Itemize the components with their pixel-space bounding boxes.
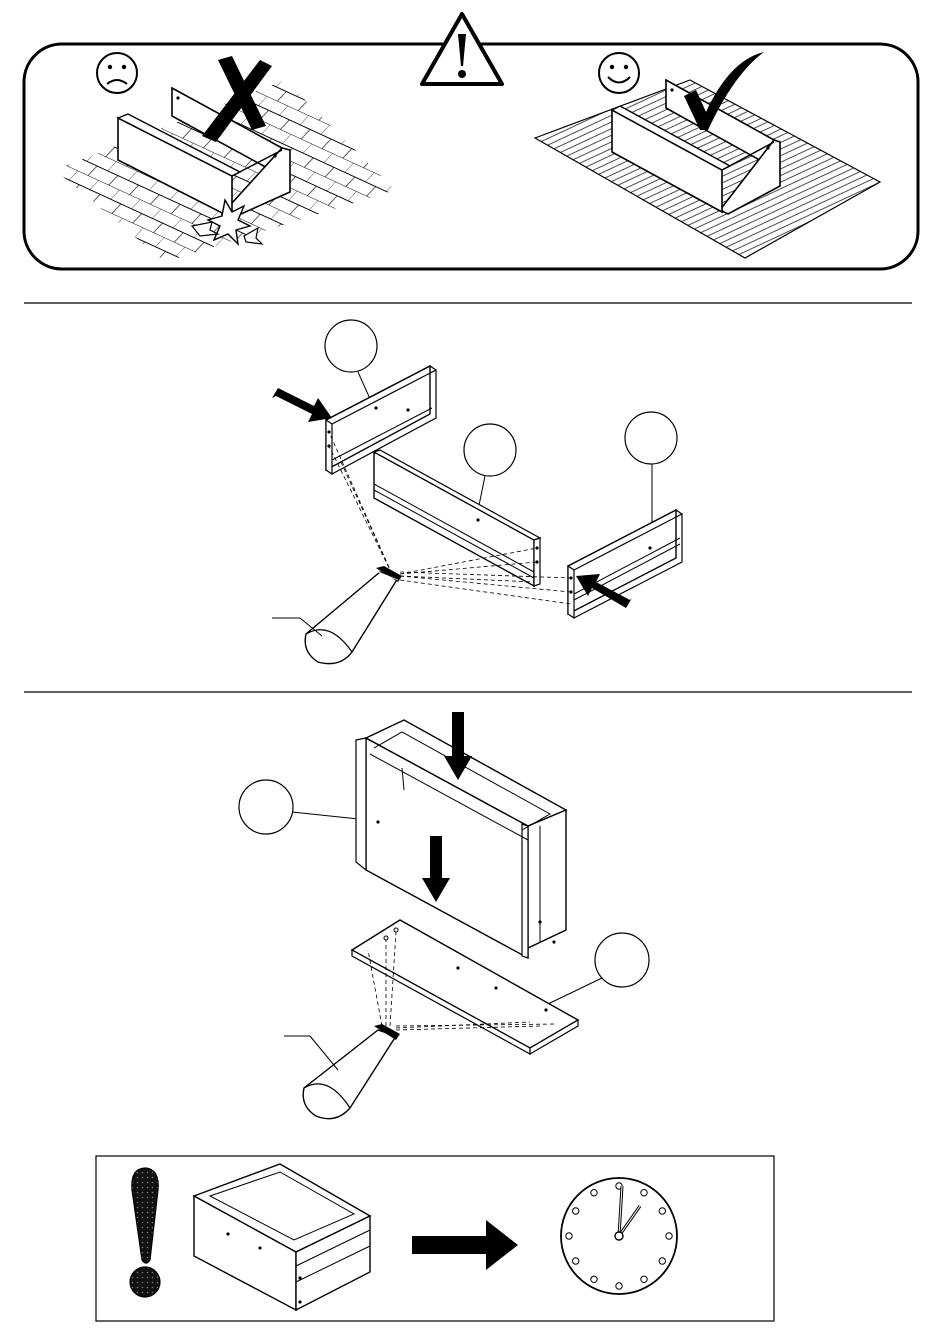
glue-tube-icon	[305, 566, 402, 664]
clock-hour-mark	[572, 1258, 578, 1264]
sad-face-icon	[97, 53, 137, 93]
drying-time-note	[96, 1156, 774, 1321]
part-callout-circle	[239, 780, 293, 834]
clock-hour-mark	[566, 1233, 572, 1239]
clock-hour-mark	[659, 1258, 665, 1264]
happy-face-icon	[599, 53, 639, 93]
part-callout-circle	[325, 320, 377, 372]
clock-hour-mark	[572, 1208, 578, 1214]
clock-hour-mark	[666, 1233, 672, 1239]
clock-icon	[561, 1178, 677, 1294]
clock-hour-mark	[591, 1276, 597, 1282]
drawer-back-panel	[374, 450, 540, 586]
part-callout-circle	[595, 933, 649, 987]
clock-hour-mark	[641, 1276, 647, 1282]
clock-hour-mark	[641, 1189, 647, 1195]
warning-panel	[24, 14, 918, 269]
clock-hour-mark	[616, 1283, 622, 1289]
clock-hour-mark	[591, 1189, 597, 1195]
glue-tube-icon	[303, 1024, 400, 1119]
part-callout-circle	[625, 412, 677, 464]
clock-hour-mark	[659, 1208, 665, 1214]
step-glue-sides	[272, 320, 682, 664]
push-arrow-icon	[272, 388, 332, 422]
part-callout-circle	[464, 424, 516, 476]
step-attach-bottom	[239, 712, 649, 1119]
